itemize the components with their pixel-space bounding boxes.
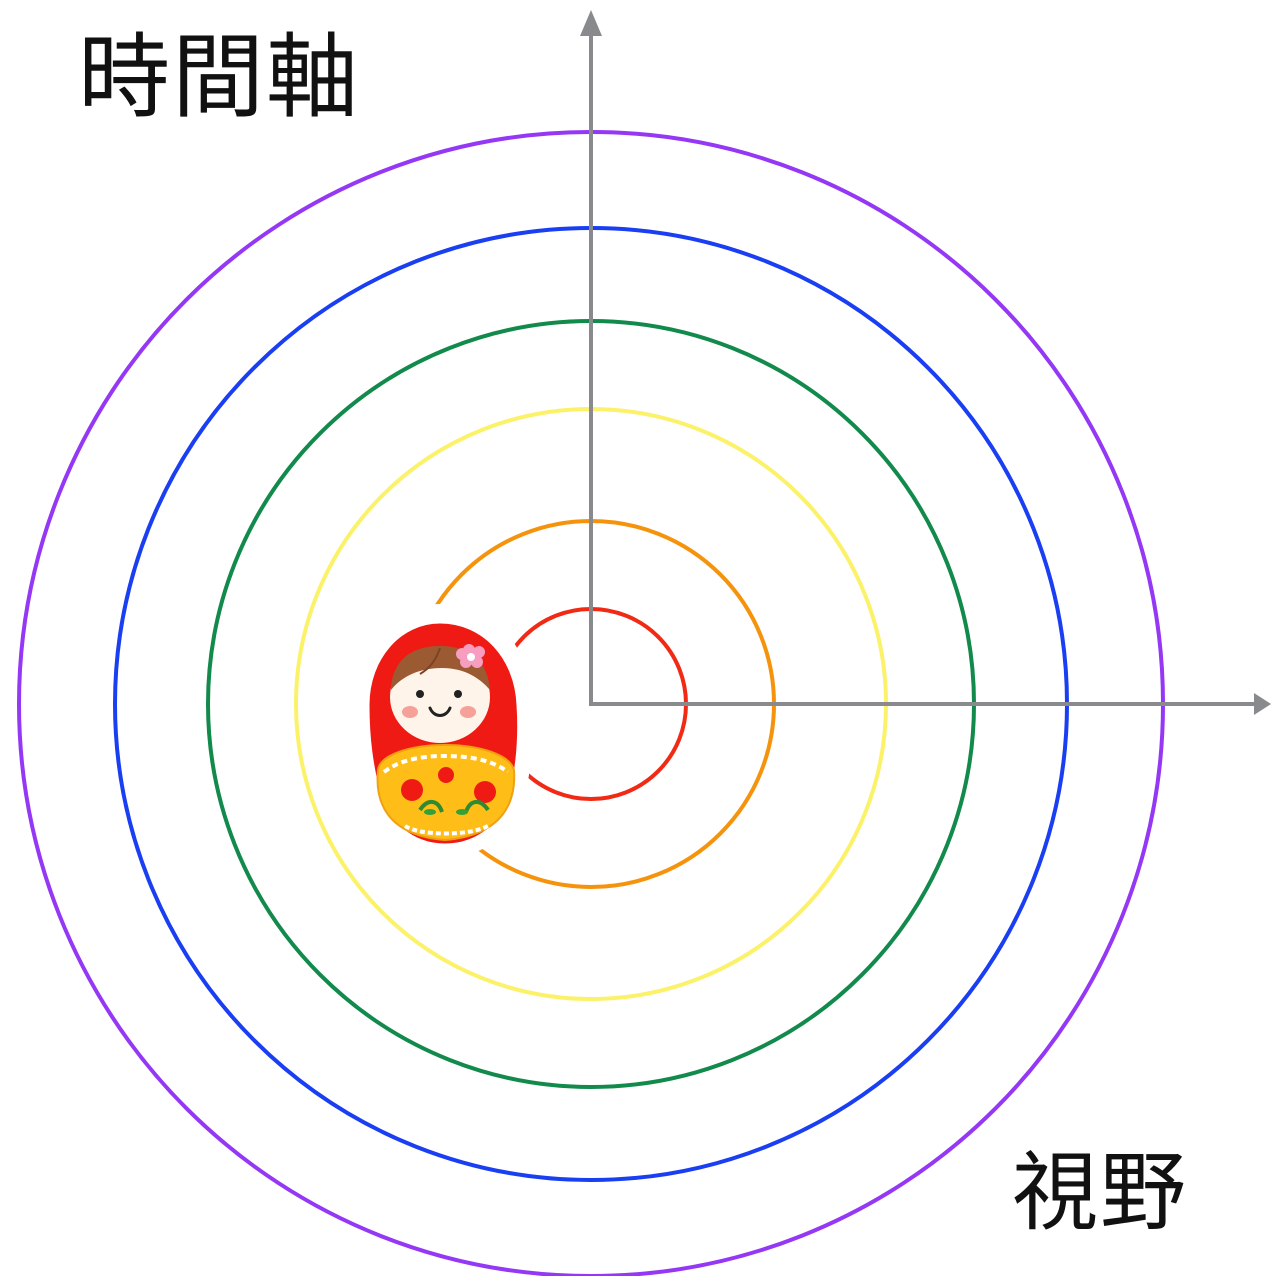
vertical-axis-arrowhead [580,10,602,36]
time-axis-label: 時間軸 [78,24,361,131]
matryoshka-doll-icon [351,603,534,859]
flower-icon [456,644,485,668]
field-of-view-label: 視野 [1012,1143,1188,1243]
horizontal-axis-arrowhead [1254,693,1271,715]
